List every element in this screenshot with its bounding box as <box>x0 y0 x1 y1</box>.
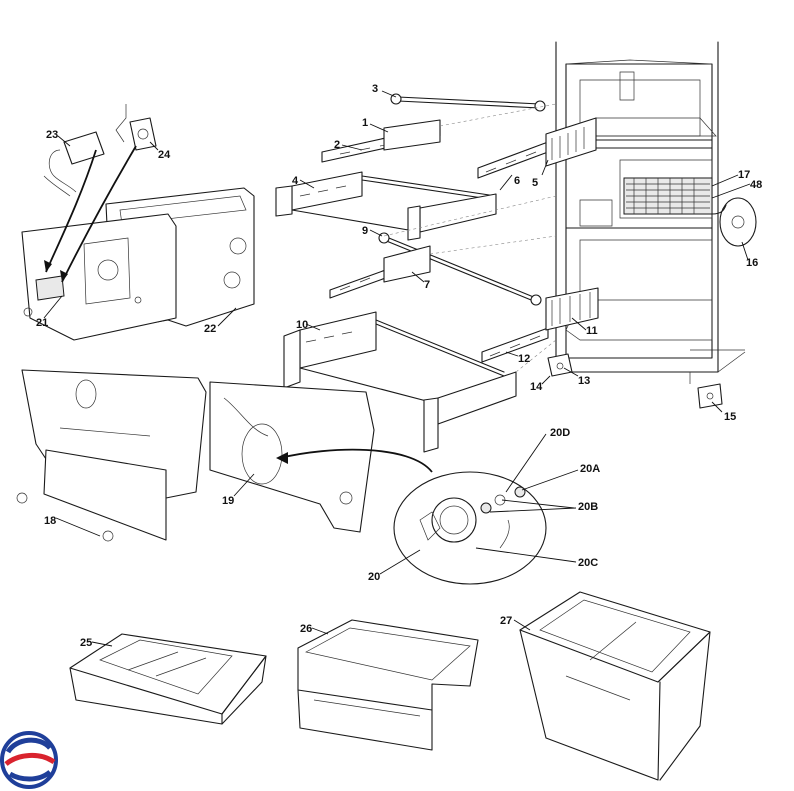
evaporator-fan <box>711 197 757 247</box>
crisper-drawer-25 <box>69 633 267 725</box>
callout-16: 16 <box>746 257 758 269</box>
crisper-cover-18 <box>16 369 207 542</box>
callout-1: 1 <box>362 117 368 129</box>
brand-logo <box>0 731 58 789</box>
crisper-drawer-26 <box>297 619 479 751</box>
fan-motor-assembly-20 <box>393 471 547 585</box>
callout-14: 14 <box>530 381 543 393</box>
callout-2: 2 <box>334 139 340 151</box>
hinge-part-15 <box>697 383 723 409</box>
callout-12: 12 <box>518 353 530 365</box>
crisper-drawer-27 <box>519 591 711 781</box>
upper-shelf-assembly <box>275 119 549 241</box>
callout-7: 7 <box>424 279 430 291</box>
callout-6: 6 <box>514 175 520 187</box>
callout-19: 19 <box>222 495 234 507</box>
assembly-arrow-fan <box>276 448 433 473</box>
callout-labels: 3 1 2 4 5 6 17 48 16 9 7 10 11 12 13 14 … <box>36 83 762 649</box>
callout-9: 9 <box>362 225 368 237</box>
callout-26: 26 <box>300 623 312 635</box>
callout-24: 24 <box>158 149 171 161</box>
callout-13: 13 <box>578 375 590 387</box>
callout-20d: 20D <box>550 427 570 439</box>
callout-21: 21 <box>36 317 48 329</box>
shelf-rod-lower <box>378 232 542 306</box>
guide-lines <box>383 103 557 373</box>
callout-20: 20 <box>368 571 380 583</box>
evaporator-coil <box>623 177 713 215</box>
refrigerator-cabinet <box>555 41 757 384</box>
callout-48: 48 <box>750 179 762 191</box>
callout-27: 27 <box>500 615 512 627</box>
callout-3: 3 <box>372 83 378 95</box>
callout-5: 5 <box>532 177 538 189</box>
callout-18: 18 <box>44 515 56 527</box>
callout-23: 23 <box>46 129 58 141</box>
callout-17: 17 <box>738 169 750 181</box>
lower-shelf-assembly <box>283 311 549 453</box>
callout-20b: 20B <box>578 501 598 513</box>
callout-22: 22 <box>204 323 216 335</box>
callout-11: 11 <box>586 325 598 337</box>
leader-lines <box>43 90 751 647</box>
wiring-harness-23 <box>43 131 105 197</box>
control-panel-21 <box>21 213 177 341</box>
middle-rail-assembly <box>329 245 431 299</box>
callout-4: 4 <box>292 175 299 187</box>
bracket-part-13 <box>547 353 573 377</box>
fan-shroud-19 <box>209 381 375 533</box>
callout-25: 25 <box>80 637 92 649</box>
shelf-rod-upper <box>390 93 546 112</box>
shelf-bracket-upper <box>545 117 597 167</box>
callout-20a: 20A <box>580 463 600 475</box>
sensor-24 <box>115 104 157 151</box>
callout-10: 10 <box>296 319 308 331</box>
callout-15: 15 <box>724 411 736 423</box>
callout-20c: 20C <box>578 557 598 569</box>
shelf-bracket-lower <box>545 287 599 331</box>
assembly-arrows-left <box>44 145 137 283</box>
